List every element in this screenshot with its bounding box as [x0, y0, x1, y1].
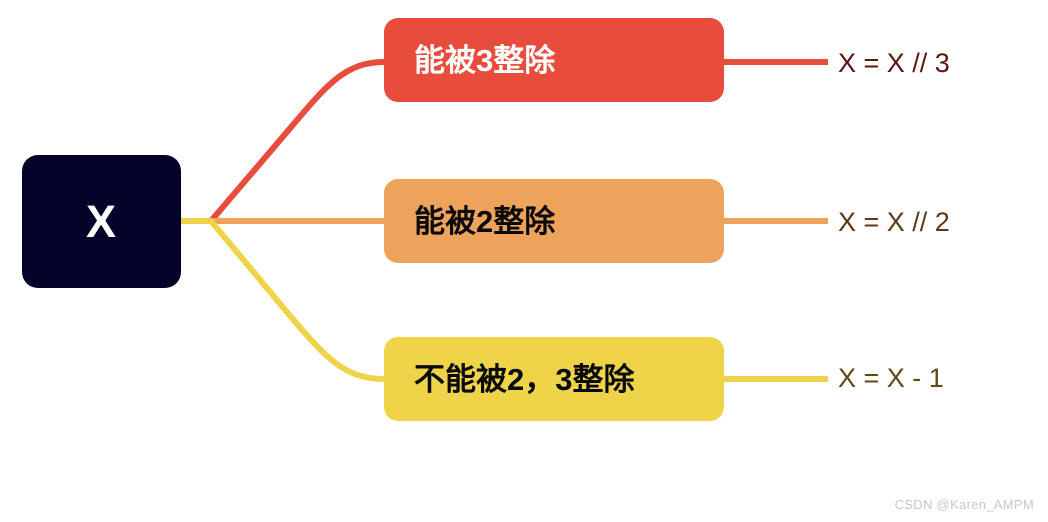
edge-branch-div-none: [208, 218, 387, 382]
branch-node-div3[interactable]: 能被3整除: [384, 18, 724, 102]
result-label-div3: X = X // 3: [838, 48, 950, 78]
root-node-label: X: [85, 196, 117, 247]
branch-node-div-none[interactable]: 不能被2，3整除: [384, 337, 724, 421]
branch-node-label: 能被2整除: [414, 203, 556, 239]
branch-node-label: 能被3整除: [414, 42, 556, 78]
result-label-div-none: X = X - 1: [838, 363, 944, 393]
root-node-x[interactable]: X: [22, 155, 181, 288]
branch-node-label: 不能被2，3整除: [414, 361, 635, 397]
watermark: CSDN @Karen_AMPM: [894, 497, 1034, 512]
branch-node-div2[interactable]: 能被2整除: [384, 179, 724, 263]
result-label-div2: X = X // 2: [838, 207, 950, 237]
edge-branch-div3: [208, 59, 387, 224]
